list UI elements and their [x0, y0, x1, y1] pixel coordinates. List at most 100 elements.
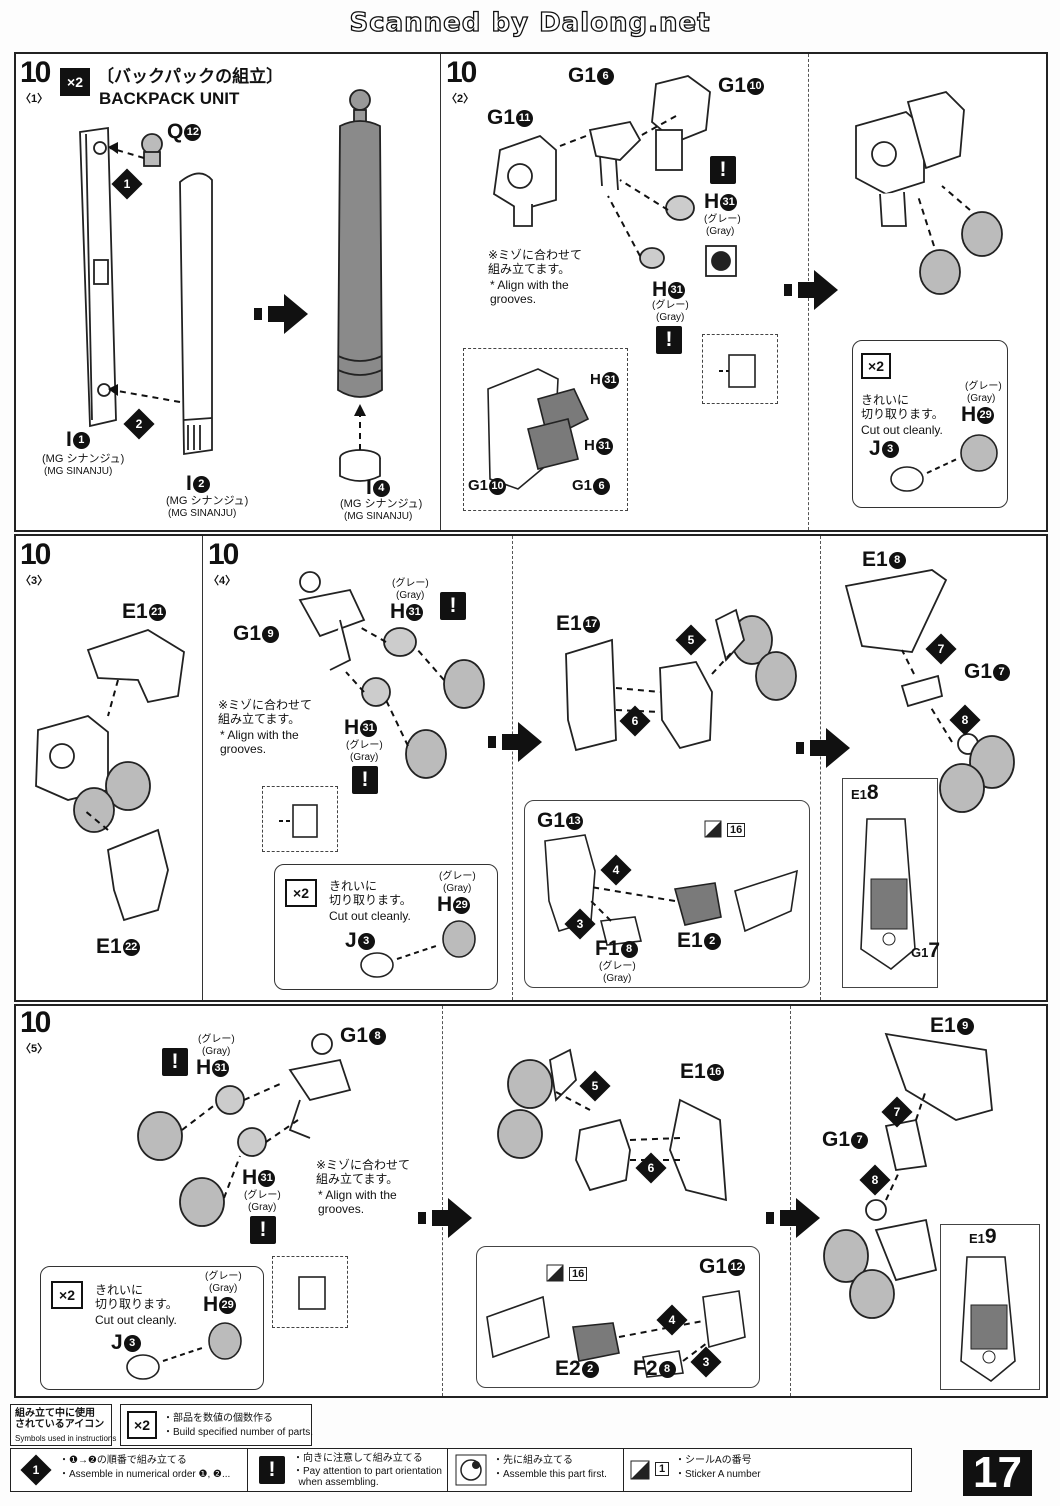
- legend-heading-jp: 組み立て中に使用 されているアイコン: [15, 1408, 105, 1430]
- thruster-assembled-drawing: [855, 90, 1003, 295]
- orientation-warning-icon: !: [656, 326, 682, 354]
- page-number: 17: [963, 1450, 1032, 1496]
- wing-plate-drawing: [823, 1032, 993, 1319]
- detail-label-e19: E19: [969, 1225, 997, 1248]
- order-marker-1: 1: [111, 168, 143, 200]
- orientation-warning-icon: !: [710, 156, 736, 184]
- step-number: 10: [208, 538, 239, 571]
- cut-out-callout: ×2 きれいに 切り取ります。 Cut out cleanly. (グレー) (…: [852, 340, 1008, 508]
- section-title-en: BACKPACK UNIT: [99, 89, 240, 108]
- assemble-first-icon: [455, 1454, 487, 1486]
- order-marker-5: 5: [675, 624, 707, 656]
- color-jp: (グレー): [244, 1190, 281, 1201]
- sticker-application-drawing: [486, 1290, 746, 1378]
- legend-divider: [447, 1449, 448, 1491]
- groove-note-en: * Align with the grooves.: [490, 278, 569, 306]
- groove-detail-drawing: [298, 1276, 326, 1310]
- step-number: 10: [20, 538, 51, 571]
- progress-arrow: [784, 270, 838, 310]
- side-panel-drawing: [565, 608, 797, 752]
- legend-x2-jp: ・部品を数値の個数作る: [163, 1413, 273, 1424]
- cut-note-en: Cut out cleanly.: [329, 909, 411, 923]
- thruster-cover-drawing: [35, 629, 185, 922]
- substep-label: 〈3〉: [20, 575, 49, 587]
- color-jp: (グレー): [652, 300, 689, 311]
- orientation-warning-icon: !: [440, 592, 466, 620]
- color-en: (Gray): [248, 1202, 277, 1213]
- color-jp: (グレー): [198, 1034, 235, 1045]
- substep-label: 〈4〉: [208, 575, 237, 587]
- cut-note-jp: きれいに 切り取ります。: [95, 1283, 178, 1311]
- source-kit-en: (MG SINANJU): [344, 511, 413, 522]
- groove-detail-box: [262, 786, 338, 852]
- assembly-detail-drawing: [487, 368, 590, 490]
- divider: [790, 1006, 791, 1396]
- multiplier-badge: ×2: [285, 879, 317, 907]
- legend-multiplier-box: ×2 ・部品を数値の個数作る ・Build specified number o…: [120, 1404, 314, 1446]
- cut-note-en: Cut out cleanly.: [861, 423, 943, 437]
- substep-label: 〈1〉: [20, 93, 49, 105]
- color-en: (Gray): [202, 1046, 231, 1057]
- assembled-detail-drawing: [960, 1256, 1016, 1382]
- orientation-warning-icon: !: [259, 1456, 285, 1484]
- detail-label-e18: E18: [851, 781, 879, 804]
- side-panel-drawing: [497, 1048, 727, 1202]
- divider: [820, 536, 821, 1000]
- multiplier-badge: ×2: [861, 353, 891, 379]
- legend-orient-jp: ・向きに注意して組み立てる: [293, 1453, 423, 1464]
- color-jp: (グレー): [346, 740, 383, 751]
- legend-sticker-number: 1: [655, 1462, 670, 1476]
- step-number: 10: [20, 56, 51, 89]
- legend-x2-en: ・Build specified number of parts.: [163, 1427, 314, 1438]
- color-jp: (グレー): [205, 1271, 242, 1282]
- sticker-application-drawing: [544, 834, 798, 946]
- legend-bar: 1 ・❶→❷の順番で組み立てる ・Assemble in numerical o…: [10, 1448, 912, 1492]
- color-en: (Gray): [603, 973, 632, 984]
- groove-note-jp: ※ミゾに合わせて 組み立てます。: [218, 698, 313, 726]
- cut-note-jp: きれいに 切り取ります。: [861, 393, 944, 421]
- color-jp: (グレー): [392, 578, 429, 589]
- sticker-icon: [546, 1264, 564, 1282]
- progress-arrow: [254, 294, 308, 334]
- source-kit-en: (MG SINANJU): [168, 508, 237, 519]
- order-marker-7: 7: [881, 1096, 913, 1128]
- source-kit-en: (MG SINANJU): [44, 466, 113, 477]
- step-number: 10: [446, 56, 477, 89]
- legend-divider: [247, 1449, 248, 1491]
- color-en: (Gray): [350, 752, 379, 763]
- cut-note-jp: きれいに 切り取ります。: [329, 879, 412, 907]
- color-en: (Gray): [706, 226, 735, 237]
- sticker-number: 16: [727, 823, 746, 837]
- order-marker-2: 2: [123, 408, 155, 440]
- color-jp: (グレー): [704, 214, 741, 225]
- groove-note-jp: ※ミゾに合わせて 組み立てます。: [488, 248, 583, 276]
- section-title-jp: 〔バックパックの組立〕: [97, 67, 284, 86]
- divider: [202, 536, 203, 1000]
- multiplier-badge: ×2: [60, 68, 90, 96]
- groove-detail-drawing: [719, 354, 756, 388]
- order-marker-7: 7: [925, 633, 957, 665]
- legend-heading-box: 組み立て中に使用 されているアイコン Symbols used in instr…: [10, 1404, 116, 1446]
- legend-sticker-en: ・Sticker A number: [675, 1469, 761, 1480]
- color-jp: (グレー): [439, 871, 476, 882]
